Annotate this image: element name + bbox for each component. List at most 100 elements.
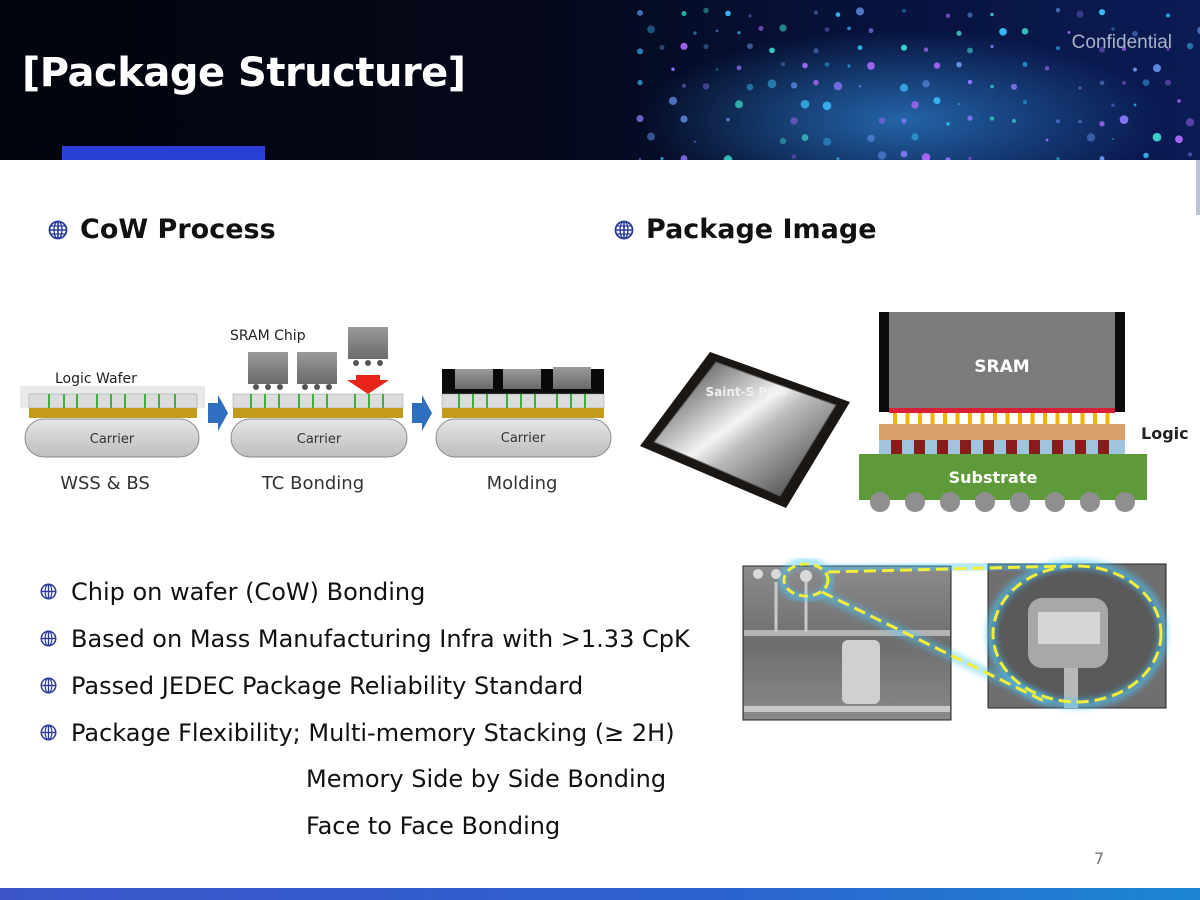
header-dot	[877, 151, 887, 160]
header-dot	[758, 26, 764, 32]
header-dot	[967, 115, 973, 121]
header-dot	[680, 155, 688, 160]
sem-cross-section-images	[742, 558, 1168, 721]
header-dot	[790, 117, 798, 125]
globe-bullet-icon	[40, 583, 57, 600]
header-dot	[702, 83, 710, 90]
package-photo: Saint-S PKG	[640, 352, 850, 508]
header-dot	[1111, 103, 1115, 108]
c4-bump	[960, 440, 971, 454]
header-dot	[779, 24, 787, 32]
micro-bump	[1018, 413, 1022, 424]
micro-bump	[930, 413, 935, 424]
micro-bump	[905, 413, 910, 424]
header-dot	[1022, 99, 1028, 105]
header-dot	[900, 150, 908, 158]
header-dot	[1055, 7, 1061, 13]
micro-bump	[980, 413, 985, 424]
header-dot	[867, 62, 875, 70]
carrier-label: Carrier	[297, 432, 342, 447]
footer-accent-bar	[0, 888, 1200, 900]
header-dot	[899, 83, 909, 92]
header-dot	[703, 44, 709, 50]
header-dot	[790, 82, 798, 89]
header-dot	[867, 134, 875, 143]
carrier-label: Carrier	[501, 431, 546, 446]
header-dot	[1153, 64, 1161, 73]
header-dot	[967, 79, 973, 85]
header-dot	[779, 137, 787, 145]
header-dot	[933, 62, 941, 69]
list-item: Based on Mass Manufacturing Infra with >…	[40, 615, 690, 662]
header-dot	[682, 83, 686, 88]
header-dot	[715, 29, 719, 33]
header-dot	[647, 132, 655, 141]
list-item: Chip on wafer (CoW) Bonding	[40, 568, 690, 615]
header-dot	[967, 47, 973, 54]
bullet-text: Passed JEDEC Package Reliability Standar…	[71, 671, 584, 700]
solder-ball	[1010, 492, 1030, 512]
header-dot	[1122, 81, 1126, 85]
header-dot	[836, 157, 840, 160]
micro-bump	[918, 413, 922, 424]
header-dot	[736, 65, 742, 71]
header-dot	[945, 13, 951, 18]
header-dot	[801, 134, 809, 141]
c4-bump	[1029, 440, 1040, 454]
header-dot	[1045, 138, 1049, 142]
header-dot	[1076, 10, 1084, 18]
header-dot	[1143, 152, 1149, 159]
header-dot	[921, 153, 931, 160]
bullet-continuation: Memory Side by Side Bonding	[306, 765, 667, 793]
micro-bump	[1068, 413, 1072, 424]
micro-bump	[893, 413, 897, 424]
pkg-photo-label: Saint-S PKG	[706, 385, 787, 399]
header-dot	[1119, 115, 1129, 125]
header-dot	[957, 102, 961, 106]
header-dot	[1078, 120, 1082, 124]
page-number: 7	[1094, 849, 1105, 868]
header-dot	[822, 101, 832, 111]
header-dot	[878, 117, 886, 124]
sram-chip-label: SRAM Chip	[230, 328, 306, 344]
solder-ball	[870, 492, 890, 512]
title-accent-bar	[62, 146, 265, 160]
header-dot	[1056, 119, 1060, 124]
header-dot	[1086, 133, 1096, 142]
header-dot	[637, 79, 643, 86]
header-dot	[703, 7, 709, 14]
header-dot	[636, 48, 644, 55]
header-dot	[1011, 83, 1017, 90]
header-dot	[814, 10, 818, 15]
header-dot	[835, 12, 841, 17]
confidential-label: Confidential	[1071, 32, 1172, 53]
header-dot	[1067, 30, 1071, 34]
header-dot	[1111, 27, 1115, 31]
section-package-image: Package Image	[614, 214, 877, 245]
micro-bump	[1080, 413, 1085, 424]
header-dot	[636, 115, 644, 123]
header-dot	[647, 25, 655, 34]
edge-accent	[1196, 160, 1200, 215]
process-arrow	[412, 395, 432, 431]
header-dot	[902, 8, 906, 13]
substrate-label: Substrate	[949, 468, 1038, 487]
header-dot	[824, 62, 830, 67]
header-dot	[1056, 157, 1060, 160]
header-dot	[781, 62, 785, 67]
package-cross-section: SRAM Substrate Logic	[859, 312, 1189, 512]
globe-bullet-icon	[40, 677, 57, 694]
solder-ball	[1115, 492, 1135, 512]
header-dot	[923, 47, 929, 52]
header-dot	[1111, 137, 1115, 141]
bullet-text: Based on Mass Manufacturing Infra with >…	[71, 624, 690, 653]
header-dot	[1164, 79, 1172, 86]
header-dot	[1099, 156, 1105, 160]
header-dots-decoration	[636, 7, 1200, 160]
header-dot	[1121, 46, 1127, 52]
step-tc-bonding: Carrier SRAM Chip	[230, 327, 408, 458]
solder-ball	[975, 492, 995, 512]
header-dot	[990, 44, 994, 49]
section-title: CoW Process	[80, 214, 276, 245]
header-dot	[945, 157, 951, 160]
